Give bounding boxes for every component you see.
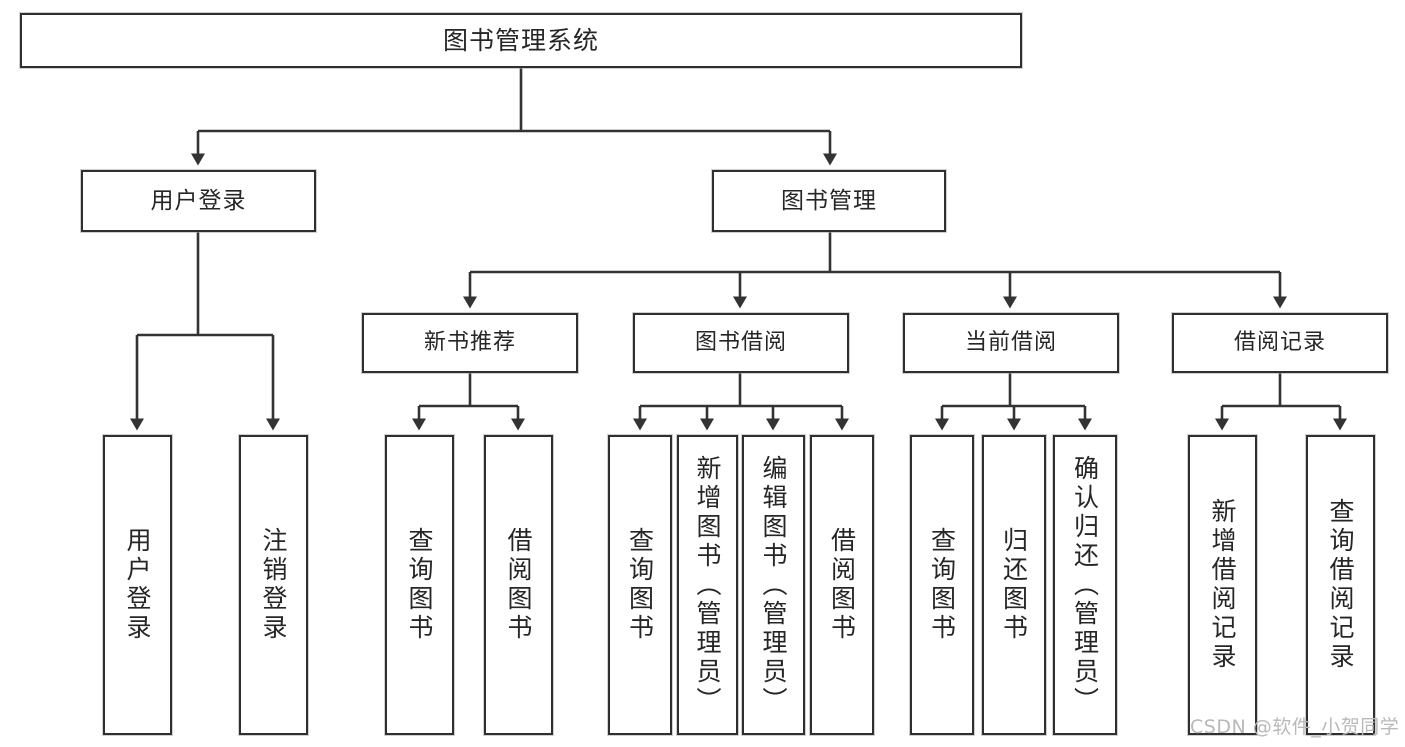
node-user-login[interactable]: 用户登录 [81,170,316,232]
node-user-login-label: 用户登录 [150,187,247,214]
node-new-book-rec-label: 新书推荐 [423,330,516,356]
node-current-borrow[interactable]: 当前借阅 [903,313,1119,373]
node-leaf-query-book-2[interactable]: 查询图书 [608,435,672,735]
node-root[interactable]: 图书管理系统 [20,13,1022,68]
node-leaf-query-record-label: 查询借阅记录 [1326,498,1355,672]
watermark: CSDN @软件_小贺同学 [1190,716,1400,738]
node-borrow-record[interactable]: 借阅记录 [1172,313,1388,373]
node-book-borrow[interactable]: 图书借阅 [633,313,849,373]
node-leaf-add-book-label: 新增图书（管理员） [693,454,722,716]
node-leaf-add-record-label: 新增借阅记录 [1208,498,1237,672]
node-leaf-user-login[interactable]: 用户登录 [103,435,172,735]
node-leaf-borrow-book-1-label: 借阅图书 [504,527,533,643]
node-leaf-add-book[interactable]: 新增图书（管理员） [677,435,738,735]
node-leaf-edit-book[interactable]: 编辑图书（管理员） [742,435,805,735]
node-leaf-return-book[interactable]: 归还图书 [982,435,1046,735]
node-book-manage[interactable]: 图书管理 [712,170,946,232]
node-leaf-query-record[interactable]: 查询借阅记录 [1306,435,1375,735]
node-borrow-record-label: 借阅记录 [1233,330,1326,356]
node-leaf-confirm-return-label: 确认归还（管理员） [1070,454,1100,716]
node-leaf-borrow-book-2[interactable]: 借阅图书 [810,435,874,735]
node-new-book-rec[interactable]: 新书推荐 [362,313,578,373]
node-leaf-query-book-1-label: 查询图书 [405,527,434,643]
node-leaf-return-book-label: 归还图书 [999,527,1029,643]
node-leaf-borrow-book-2-label: 借阅图书 [827,527,857,643]
node-book-manage-label: 图书管理 [781,187,877,214]
node-book-borrow-label: 图书借阅 [694,330,787,356]
node-leaf-query-book-2-label: 查询图书 [625,527,655,643]
node-leaf-query-book-3[interactable]: 查询图书 [910,435,974,735]
node-root-label: 图书管理系统 [442,25,599,55]
node-leaf-borrow-book-1[interactable]: 借阅图书 [484,435,553,735]
node-leaf-confirm-return[interactable]: 确认归还（管理员） [1053,435,1117,735]
node-leaf-user-logout[interactable]: 注销登录 [239,435,308,735]
node-leaf-query-book-3-label: 查询图书 [927,527,957,643]
node-leaf-user-logout-label: 注销登录 [259,527,288,643]
node-leaf-query-book-1[interactable]: 查询图书 [385,435,454,735]
node-leaf-edit-book-label: 编辑图书（管理员） [759,454,788,716]
node-leaf-user-login-label: 用户登录 [123,527,152,643]
node-leaf-add-record[interactable]: 新增借阅记录 [1188,435,1257,735]
node-current-borrow-label: 当前借阅 [964,330,1057,356]
